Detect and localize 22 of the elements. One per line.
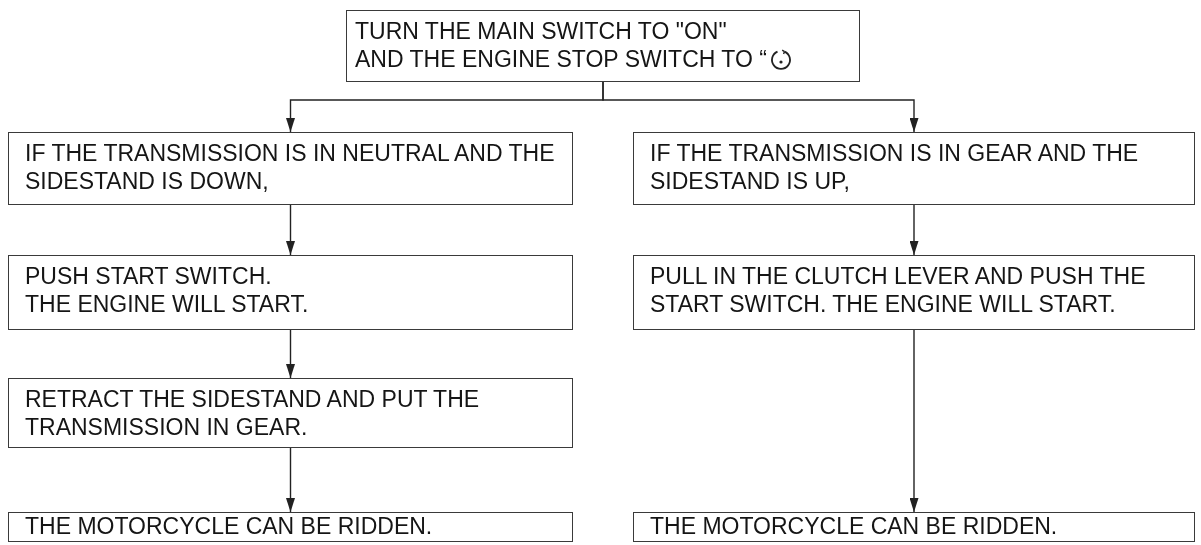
arrow [909, 204, 919, 256]
box-text: THE MOTORCYCLE CAN BE RIDDEN. [25, 513, 433, 539]
arrow [286, 329, 295, 379]
arrow [602, 81, 919, 133]
arrow [909, 329, 919, 513]
box-text: PULL IN THE CLUTCH LEVER AND PUSH THE START SWITCH. THE ENGINE WILL START. [650, 263, 1146, 317]
box-text: PUSH START SWITCH. THE ENGINE WILL START. [25, 263, 309, 317]
process-box [633, 255, 1195, 330]
arrow [286, 204, 295, 256]
process-box [346, 10, 860, 82]
box-text: IF THE TRANSMISSION IS IN GEAR AND THE SIDESTAND IS UP, [650, 140, 1139, 194]
process-box [8, 378, 573, 448]
process-box [8, 255, 573, 330]
box-text: TURN THE MAIN SWITCH TO "ON" AND THE ENGINE STOP SWITCH TO “ [355, 18, 767, 72]
box-text: RETRACT THE SIDESTAND AND PUT THE TRANSMISSION IN GEAR. [25, 386, 480, 440]
process-box [8, 132, 573, 205]
process-box [633, 132, 1195, 205]
process-box [8, 512, 573, 542]
box-text: THE MOTORCYCLE CAN BE RIDDEN. [650, 513, 1058, 539]
arrow [286, 447, 295, 513]
box-text: IF THE TRANSMISSION IS IN NEUTRAL AND THE SIDESTAND IS DOWN, [25, 140, 555, 194]
process-box [633, 512, 1195, 542]
